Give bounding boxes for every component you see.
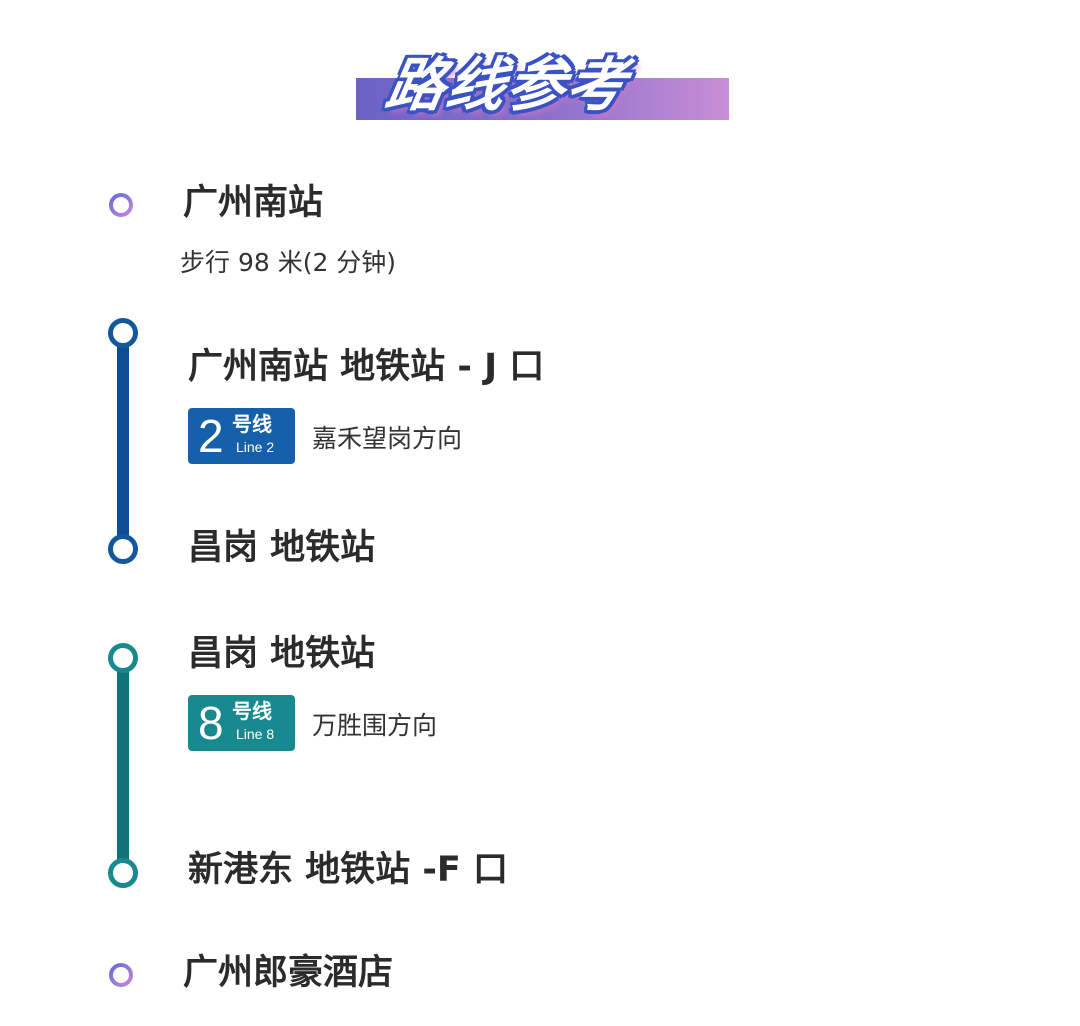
line8-badge: 8 号线 Line 8 — [188, 695, 295, 751]
line2-badge-cn: 号线 — [232, 412, 272, 436]
walk-info: 步行 98 米(2 分钟) — [180, 248, 397, 277]
line2-badge-number: 2 — [198, 410, 224, 462]
line2-alight-station: 昌岗 地铁站 — [188, 528, 376, 568]
line8-board-station: 昌岗 地铁站 — [188, 634, 376, 674]
line8-direction: 万胜围方向 — [312, 711, 438, 740]
end-marker-icon — [109, 963, 133, 987]
start-marker-icon — [109, 193, 133, 217]
end-station: 广州郎豪酒店 — [183, 953, 394, 993]
line8-alight-marker-icon — [108, 858, 138, 888]
line2-direction: 嘉禾望岗方向 — [312, 424, 463, 453]
line8-board-marker-icon — [108, 643, 138, 673]
line2-badge: 2 号线 Line 2 — [188, 408, 295, 464]
start-station: 广州南站 — [183, 183, 324, 223]
line2-badge-en: Line 2 — [236, 439, 275, 455]
line8-badge-number: 8 — [198, 697, 224, 749]
line8-alight-station: 新港东 地铁站 -F 口 — [188, 850, 508, 890]
line8-route-bar — [117, 664, 129, 864]
line2-board-station: 广州南站 地铁站 - J 口 — [188, 347, 545, 387]
line8-badge-cn: 号线 — [232, 699, 272, 723]
line2-route-bar — [117, 340, 129, 540]
line2-board-marker-icon — [108, 318, 138, 348]
page-title: 路线参考 — [381, 51, 634, 119]
line8-badge-en: Line 8 — [236, 726, 275, 742]
title-banner — [356, 78, 729, 120]
line2-alight-marker-icon — [108, 534, 138, 564]
